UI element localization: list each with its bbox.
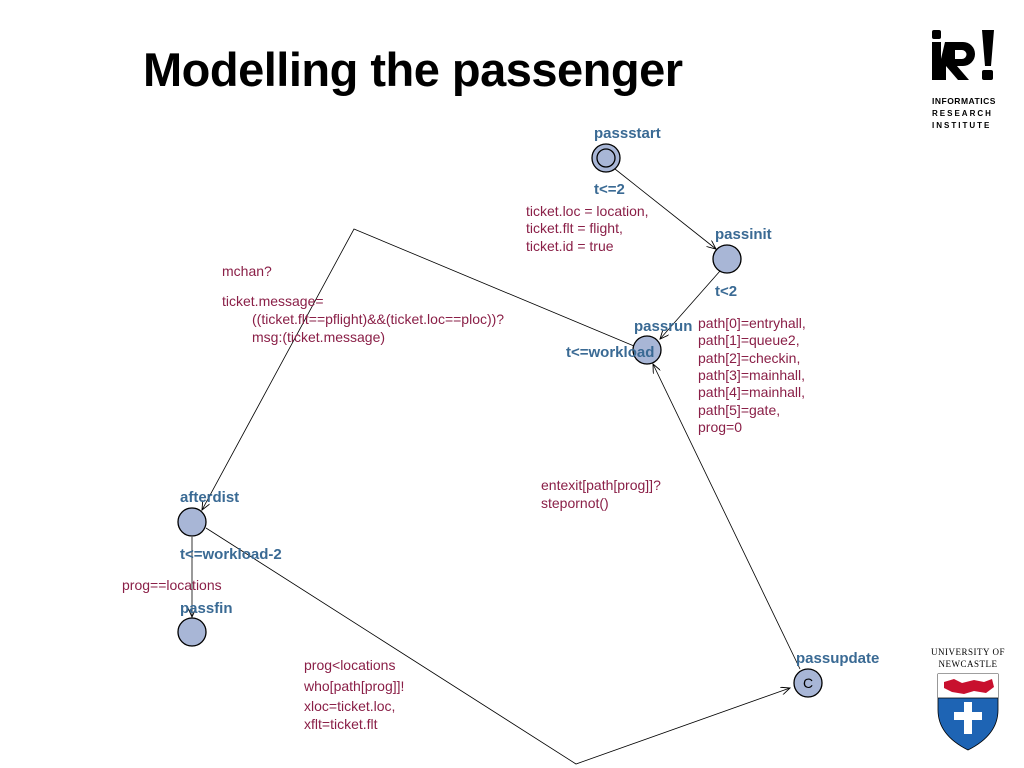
update-line: prog=0 bbox=[698, 419, 742, 435]
location-passfin: passfin bbox=[177, 600, 233, 647]
location-passupdate: C passupdate bbox=[793, 650, 879, 698]
update-line: xloc=ticket.loc, bbox=[304, 698, 395, 714]
edge-passrun-afterdist bbox=[202, 228, 635, 510]
label-afterdist-fin: prog==locations bbox=[122, 577, 222, 593]
location-label: passupdate bbox=[796, 650, 879, 667]
location-label: passrun bbox=[634, 318, 692, 335]
guard-label: prog<locations bbox=[304, 657, 395, 673]
page-title: Modelling the passenger bbox=[143, 43, 683, 96]
sync-label: who[path[prog]]! bbox=[303, 678, 404, 694]
location-passstart: passstart t<=2 bbox=[591, 125, 661, 198]
invariant-label: t<=2 bbox=[594, 181, 625, 198]
update-line: msg:(ticket.message) bbox=[252, 329, 385, 345]
update-line: path[4]=mainhall, bbox=[698, 384, 805, 400]
invariant-label: t<=workload bbox=[566, 344, 654, 361]
update-line: ticket.message= bbox=[222, 293, 324, 309]
iri-line-2: RESEARCH bbox=[932, 109, 993, 118]
invariant-label: t<=workload-2 bbox=[180, 546, 282, 563]
edge-passinit-passrun bbox=[660, 270, 721, 339]
location-passrun: passrun t<=workload bbox=[566, 318, 692, 365]
iri-logo: INFORMATICS RESEARCH INSTITUTE bbox=[932, 30, 996, 130]
iri-line-1: INFORMATICS bbox=[932, 96, 996, 106]
location-passinit: passinit t<2 bbox=[712, 226, 772, 300]
newcastle-logo: UNIVERSITY OF NEWCASTLE bbox=[931, 647, 1005, 751]
newcastle-line-1: UNIVERSITY OF bbox=[931, 647, 1005, 657]
update-line: path[1]=queue2, bbox=[698, 332, 800, 348]
update-line: path[2]=checkin, bbox=[698, 350, 800, 366]
update-line: path[5]=gate, bbox=[698, 402, 780, 418]
committed-marker: C bbox=[803, 675, 813, 691]
sync-label: entexit[path[prog]]? bbox=[541, 477, 661, 493]
update-line: ticket.flt = flight, bbox=[526, 220, 623, 236]
newcastle-line-2: NEWCASTLE bbox=[939, 659, 998, 669]
invariant-label: t<2 bbox=[715, 283, 737, 300]
location-label: passstart bbox=[594, 125, 661, 142]
edge-passupdate-passrun bbox=[653, 364, 801, 670]
guard-label: prog==locations bbox=[122, 577, 222, 593]
update-line: path[3]=mainhall, bbox=[698, 367, 805, 383]
location-afterdist: afterdist t<=workload-2 bbox=[177, 489, 282, 563]
update-line: ticket.loc = location, bbox=[526, 203, 649, 219]
update-line: ticket.id = true bbox=[526, 238, 614, 254]
edge-passstart-passinit bbox=[614, 168, 716, 249]
update-line: ((ticket.flt==pflight)&&(ticket.loc==plo… bbox=[252, 311, 504, 327]
label-afterdist-update: prog<locations who[path[prog]]! xloc=tic… bbox=[303, 657, 404, 732]
iri-line-3: INSTITUTE bbox=[932, 121, 991, 130]
edge-afterdist-passupdate bbox=[205, 527, 790, 765]
label-start-init: ticket.loc = location, ticket.flt = flig… bbox=[526, 203, 649, 254]
location-label: passinit bbox=[715, 226, 772, 243]
update-line: path[0]=entryhall, bbox=[698, 315, 806, 331]
label-init-run: path[0]=entryhall, path[1]=queue2, path[… bbox=[698, 315, 806, 435]
sync-label: mchan? bbox=[222, 263, 272, 279]
location-label: afterdist bbox=[180, 489, 239, 506]
label-update-run: entexit[path[prog]]? stepornot() bbox=[541, 477, 661, 511]
location-label: passfin bbox=[180, 600, 233, 617]
update-line: stepornot() bbox=[541, 495, 609, 511]
update-line: xflt=ticket.flt bbox=[304, 716, 378, 732]
label-run-afterdist: mchan? ticket.message= ((ticket.flt==pfl… bbox=[222, 263, 504, 345]
